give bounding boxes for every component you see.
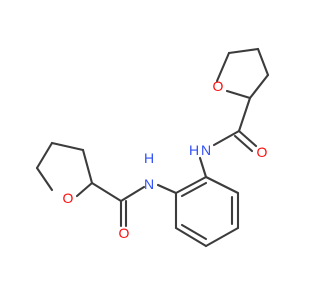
bond [35, 141, 54, 170]
bonds [35, 47, 270, 248]
bond [180, 223, 208, 241]
bond [256, 47, 270, 77]
bond [237, 96, 252, 133]
bond [237, 129, 258, 148]
bond [156, 183, 178, 195]
molecule-canvas: O O N H N H O O [35, 47, 270, 248]
bond [180, 181, 208, 198]
nitrogen-bottom-label: N [144, 176, 154, 192]
bond [35, 166, 54, 192]
bond [81, 148, 94, 185]
hydrogen-bottom-label: H [144, 150, 154, 166]
bond [119, 185, 146, 203]
bond [227, 47, 260, 55]
bond [248, 73, 270, 100]
bond [204, 175, 240, 195]
oxygen-ring-top-label: O [213, 78, 224, 94]
bond [174, 175, 208, 195]
hydrogen-top-label: H [189, 142, 199, 158]
bond [174, 226, 208, 248]
structure-svg: O O N H N H O O [35, 47, 270, 248]
oxygen-ring-bottom-label: O [63, 190, 74, 206]
atom-labels: O O N H N H O O [63, 78, 268, 241]
bond [233, 134, 254, 153]
bond [90, 181, 123, 203]
oxygen-carbonyl-top-label: O [257, 144, 268, 160]
bond [215, 51, 231, 83]
bond [225, 89, 252, 100]
bond [198, 156, 208, 179]
bond [212, 129, 241, 147]
bond [50, 141, 85, 152]
oxygen-carbonyl-bottom-label: O [119, 225, 130, 241]
bond [75, 181, 94, 198]
bond [204, 226, 240, 248]
nitrogen-top-label: N [201, 142, 211, 158]
